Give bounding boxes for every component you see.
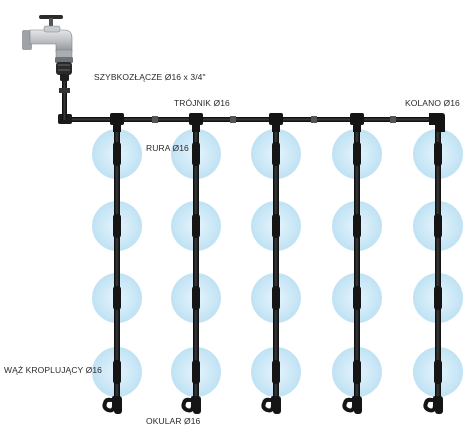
end-cap-body xyxy=(354,396,362,414)
emitter xyxy=(272,214,280,238)
tee-fitting-outlet xyxy=(272,124,280,132)
end-cap-loop xyxy=(261,396,275,413)
end-cap-loop xyxy=(423,396,437,413)
emitter xyxy=(353,286,361,310)
tee-fitting xyxy=(110,113,124,125)
pipe-couplings xyxy=(152,116,396,123)
end-cap-icon xyxy=(181,396,201,414)
end-cap-loop xyxy=(181,396,195,413)
end-cap-body xyxy=(273,396,281,414)
end-cap-loop xyxy=(342,396,356,413)
drip-lines xyxy=(102,122,443,414)
tee-fitting xyxy=(269,113,283,125)
emitter xyxy=(113,286,121,310)
tee-fitting xyxy=(350,113,364,125)
end-cap-icon xyxy=(102,396,122,414)
quick-connector-icon xyxy=(55,57,73,81)
supply-riser xyxy=(59,80,70,120)
end-cap-body xyxy=(435,396,443,414)
emitter xyxy=(353,360,361,384)
drip-hose-label: WĄŻ KROPLUJĄCY Ø16 xyxy=(4,365,102,375)
drip-hose xyxy=(354,122,360,400)
end-cap-icon xyxy=(261,396,281,414)
emitter xyxy=(434,142,442,166)
end-cap-icon xyxy=(423,396,443,414)
pipe-label: RURA Ø16 xyxy=(146,143,189,153)
fittings xyxy=(110,113,445,132)
end-cap-label: OKULAR Ø16 xyxy=(146,416,201,426)
emitter xyxy=(272,142,280,166)
elbow-fitting xyxy=(429,113,445,132)
end-cap-loop xyxy=(102,396,116,413)
elbow-label: KOLANO Ø16 xyxy=(405,98,460,108)
emitter xyxy=(192,214,200,238)
emitter xyxy=(434,214,442,238)
end-cap-body xyxy=(193,396,201,414)
emitter xyxy=(353,214,361,238)
emitter xyxy=(353,142,361,166)
emitter xyxy=(272,360,280,384)
emitter xyxy=(192,360,200,384)
drip-hose xyxy=(273,122,279,400)
emitter xyxy=(113,142,121,166)
drip-hose xyxy=(114,122,120,400)
faucet-icon xyxy=(22,15,73,59)
emitter xyxy=(434,360,442,384)
tee-fitting-outlet xyxy=(113,124,121,132)
tee-fitting xyxy=(189,113,203,125)
tee-label: TRÓJNIK Ø16 xyxy=(174,98,230,108)
emitter xyxy=(434,286,442,310)
emitter xyxy=(113,360,121,384)
connector-label: SZYBKOZŁĄCZE Ø16 x 3/4" xyxy=(94,72,206,82)
emitter xyxy=(192,286,200,310)
tee-fitting-outlet xyxy=(192,124,200,132)
end-cap-body xyxy=(114,396,122,414)
emitter xyxy=(113,214,121,238)
emitter xyxy=(192,142,200,166)
end-cap-icon xyxy=(342,396,362,414)
drip-hose xyxy=(193,122,199,400)
drip-hose xyxy=(435,122,441,400)
tee-fitting-outlet xyxy=(353,124,361,132)
emitter xyxy=(272,286,280,310)
